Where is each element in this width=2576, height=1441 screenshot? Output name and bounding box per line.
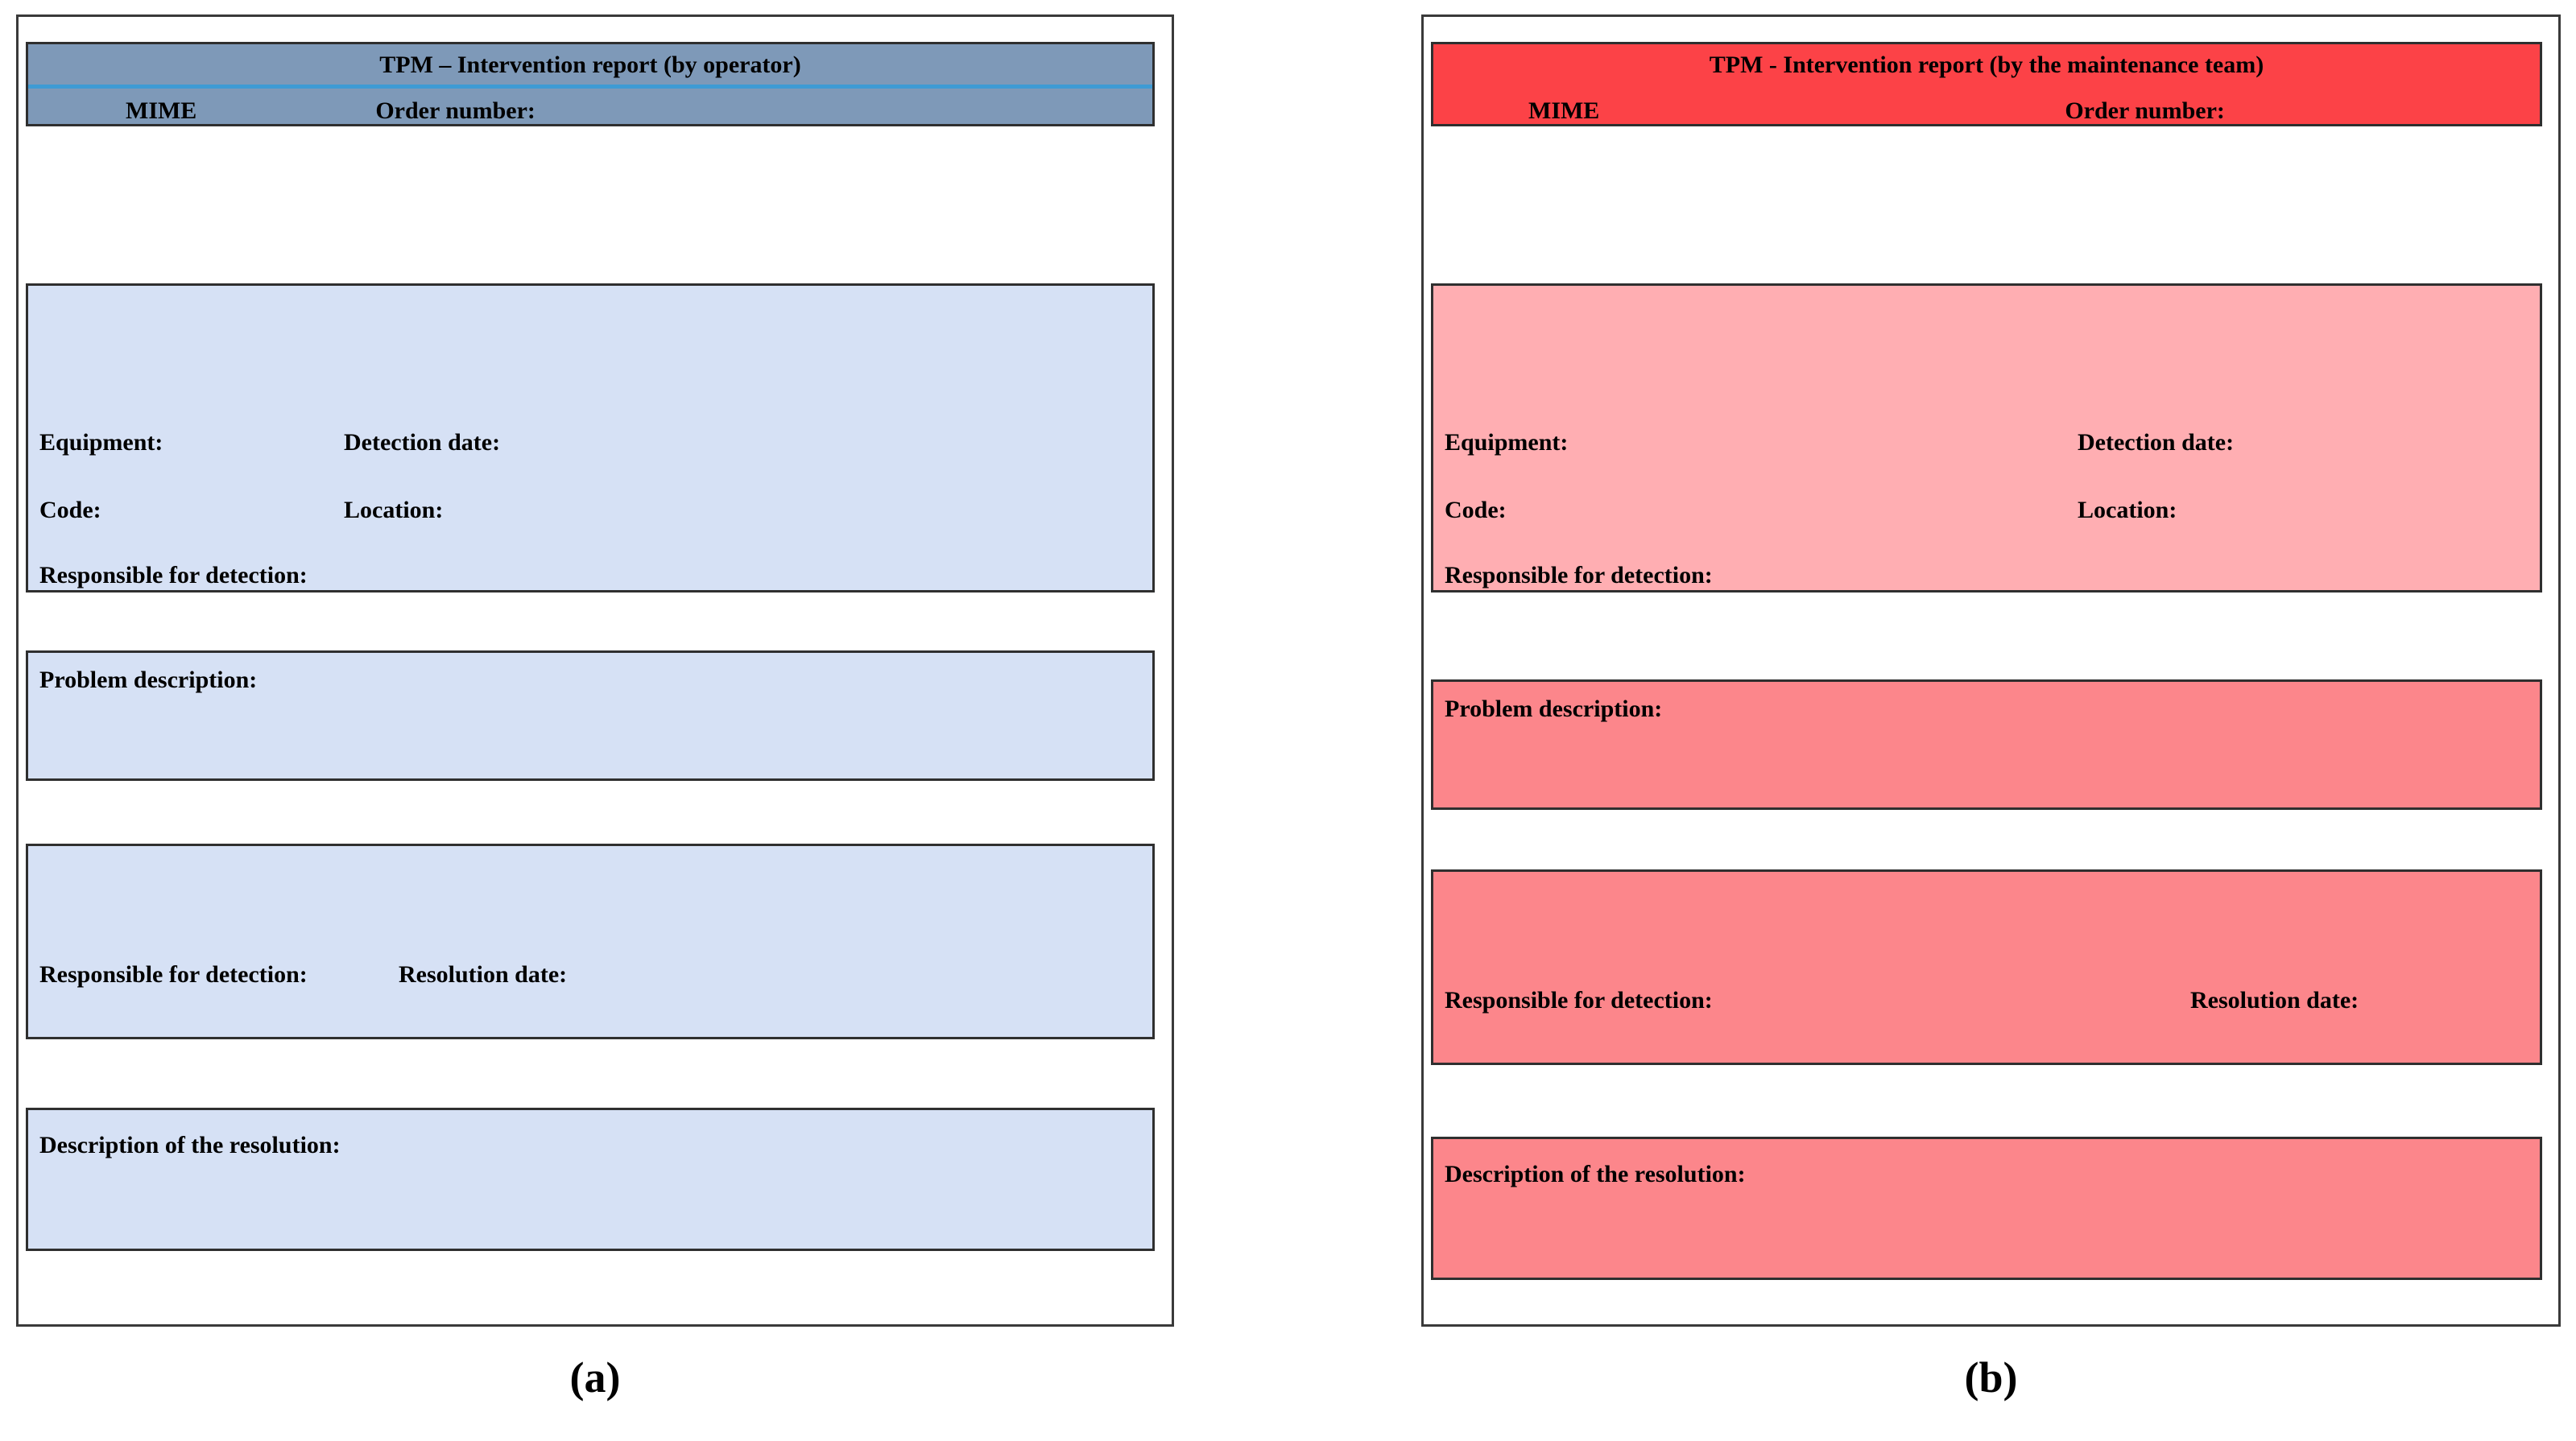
panel-b: TPM - Intervention report (by the mainte…: [1421, 14, 2561, 1327]
panel-a-code-label: Code:: [39, 497, 101, 523]
panel-b-header-block: TPM - Intervention report (by the mainte…: [1431, 42, 2542, 126]
panel-b-code-label: Code:: [1445, 497, 1507, 523]
panel-a-mime-label: MIME: [126, 97, 197, 124]
panel-a-problem-description-label: Problem description:: [39, 667, 258, 693]
panel-b-detection-date-label: Detection date:: [2078, 429, 2235, 456]
panel-b-equipment-label: Equipment:: [1445, 429, 1569, 456]
panel-a-header-row2: MIME Order number:: [28, 89, 1152, 124]
panel-a-caption: (a): [569, 1353, 621, 1402]
panel-a-location-label: Location:: [344, 497, 444, 523]
panel-a-resolution-meta-block[interactable]: Responsible for detection: Resolution da…: [26, 844, 1155, 1039]
panel-b-info-block[interactable]: Equipment: Code: Responsible for detecti…: [1431, 283, 2542, 593]
panel-b-resolution-description-label: Description of the resolution:: [1445, 1161, 1746, 1187]
panel-b-inner: TPM - Intervention report (by the mainte…: [1421, 14, 2561, 1327]
panel-b-problem-description-label: Problem description:: [1445, 696, 1663, 722]
panel-a-resolution-date-label: Resolution date:: [399, 961, 568, 988]
panel-b-header-row2: MIME Order number:: [1433, 89, 2540, 124]
panel-a-resolution-responsible-label: Responsible for detection:: [39, 961, 308, 988]
panel-b-mime-label: MIME: [1528, 97, 1600, 124]
panel-b-frame: [1421, 14, 2561, 1327]
panel-a-resolution-description-label: Description of the resolution:: [39, 1132, 341, 1158]
panel-a-order-number-label: Order number:: [375, 97, 535, 124]
panel-a-resolution-block[interactable]: Description of the resolution:: [26, 1108, 1155, 1251]
panel-b-location-label: Location:: [2078, 497, 2177, 523]
panel-a-info-block[interactable]: Equipment: Code: Responsible for detecti…: [26, 283, 1155, 593]
panel-b-caption: (b): [1964, 1353, 2018, 1402]
panel-a-header-block: TPM – Intervention report (by operator) …: [26, 42, 1155, 126]
panel-b-responsible-detection-label: Responsible for detection:: [1445, 562, 1713, 588]
panel-b-resolution-block[interactable]: Description of the resolution:: [1431, 1137, 2542, 1280]
panel-a-header-divider: [28, 85, 1152, 89]
panel-a-equipment-label: Equipment:: [39, 429, 163, 456]
panel-b-resolution-responsible-label: Responsible for detection:: [1445, 987, 1713, 1014]
panel-a-responsible-detection-label: Responsible for detection:: [39, 562, 308, 588]
panel-a-title: TPM – Intervention report (by operator): [379, 52, 801, 78]
panel-a-inner: TPM – Intervention report (by operator) …: [16, 14, 1174, 1327]
panel-b-order-number-label: Order number:: [2065, 97, 2225, 124]
panel-a-problem-block[interactable]: Problem description:: [26, 650, 1155, 781]
panel-a-detection-date-label: Detection date:: [344, 429, 501, 456]
panel-a: TPM – Intervention report (by operator) …: [16, 14, 1174, 1327]
panel-b-title: TPM - Intervention report (by the mainte…: [1709, 52, 2264, 78]
panel-b-resolution-meta-block[interactable]: Responsible for detection: Resolution da…: [1431, 869, 2542, 1065]
panel-b-resolution-date-label: Resolution date:: [2190, 987, 2359, 1014]
panel-b-problem-block[interactable]: Problem description:: [1431, 679, 2542, 810]
